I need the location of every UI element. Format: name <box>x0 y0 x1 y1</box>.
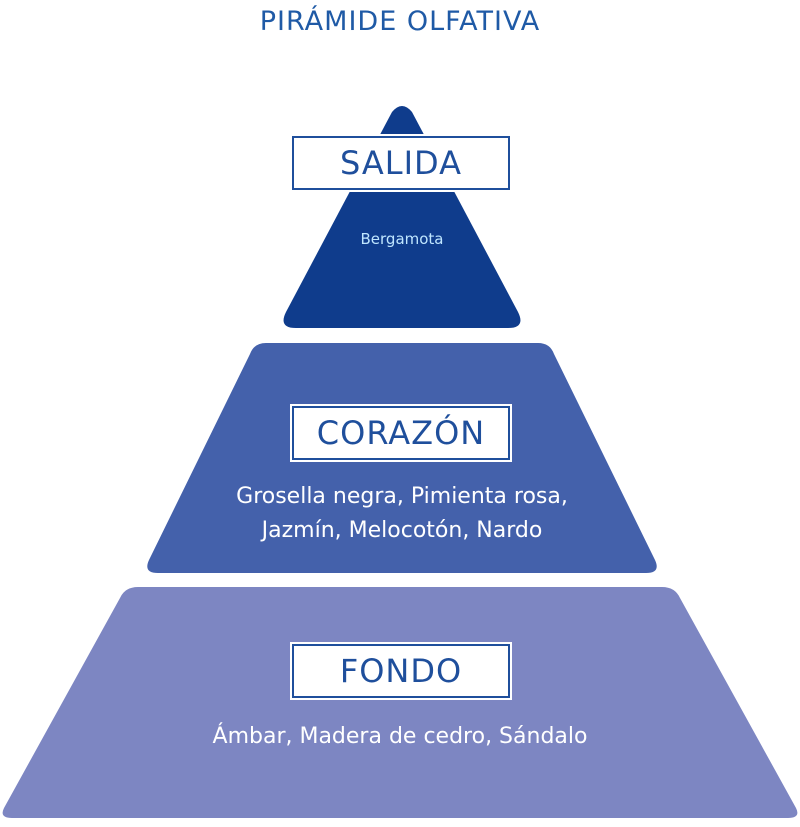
tier-bottom-notes-line: Ámbar, Madera de cedro, Sándalo <box>212 724 588 749</box>
tier-middle-notes: Grosella negra, Pimienta rosa, Jazmín, M… <box>160 480 644 548</box>
tier-middle-notes-line-1: Grosella negra, Pimienta rosa, <box>236 484 568 509</box>
tier-top-notes: Bergamota <box>290 224 514 254</box>
tier-bottom-shape <box>2 587 798 818</box>
tier-bottom-notes: Ámbar, Madera de cedro, Sándalo <box>100 720 700 754</box>
tier-middle-notes-line-2: Jazmín, Melocotón, Nardo <box>261 518 543 543</box>
tier-bottom-label: FONDO <box>292 644 510 698</box>
tier-middle-label: CORAZÓN <box>292 406 510 460</box>
tier-top-shape <box>283 106 521 328</box>
tier-top-notes-line: Bergamota <box>360 230 444 248</box>
tier-top-label: SALIDA <box>292 136 510 190</box>
page-title: PIRÁMIDE OLFATIVA <box>259 6 541 37</box>
